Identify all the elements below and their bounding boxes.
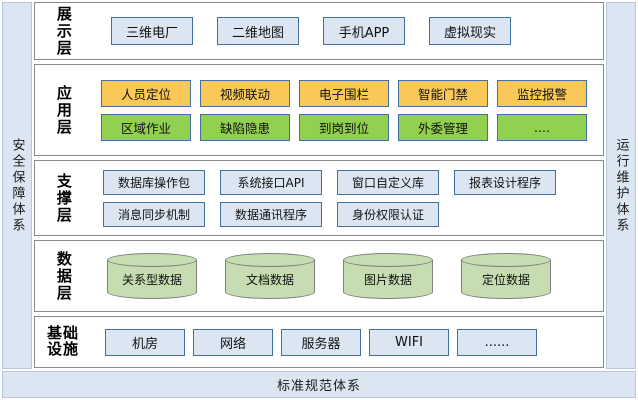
node-box[interactable]: 报表设计程序 bbox=[454, 169, 556, 195]
node-box[interactable]: 数据库操作包 bbox=[103, 169, 205, 195]
node-box[interactable]: 身份权限认证 bbox=[337, 201, 439, 227]
layer-label-app: 应用层 bbox=[35, 85, 91, 136]
layer-label-data: 数据层 bbox=[35, 251, 91, 302]
cylinder-top-ellipse bbox=[107, 253, 197, 267]
cylinder-top-ellipse bbox=[461, 253, 551, 267]
node-row: 机房网络服务器 WIFI...... bbox=[91, 328, 597, 356]
right-rail-label: 运行维护体系 bbox=[613, 137, 629, 234]
layer-display: 展示层 三维电厂二维地图手机APP 虚拟现实 bbox=[34, 2, 604, 60]
node-box[interactable]: 电子围栏 bbox=[299, 79, 389, 107]
node-box[interactable]: 服务器 bbox=[281, 328, 361, 356]
layer-label-support: 支撑层 bbox=[35, 173, 91, 224]
database-cylinder[interactable]: 定位数据 bbox=[461, 253, 551, 299]
layer-label-text: 数据层 bbox=[54, 250, 73, 302]
node-box[interactable]: 智能门禁 bbox=[398, 79, 488, 107]
node-box[interactable]: 外委管理 bbox=[398, 113, 488, 141]
node-box[interactable]: 监控报警 bbox=[497, 79, 587, 107]
node-box[interactable]: 数据通讯程序 bbox=[220, 201, 322, 227]
node-box[interactable]: 机房 bbox=[105, 328, 185, 356]
layer-label-text: 展示层 bbox=[54, 5, 73, 57]
node-box[interactable]: 网络 bbox=[193, 328, 273, 356]
layer-body-infra: 机房网络服务器 WIFI...... bbox=[91, 328, 603, 356]
layer-body-display: 三维电厂二维地图手机APP 虚拟现实 bbox=[91, 17, 603, 45]
node-box[interactable]: .... bbox=[497, 113, 587, 141]
node-row: 三维电厂二维地图手机APP 虚拟现实 bbox=[91, 17, 597, 45]
node-box[interactable]: 手机APP bbox=[323, 17, 405, 45]
node-row: 区域作业缺陷隐患到岗到位外委管理.... bbox=[91, 113, 597, 141]
layer-support: 支撑层 数据库操作包系统接口API 窗口自定义库报表设计程序消息同步机制数据通讯程序… bbox=[34, 160, 604, 236]
node-box[interactable]: 三维电厂 bbox=[111, 17, 193, 45]
bottom-bar-standards-system: 标准规范体系 bbox=[2, 371, 636, 398]
layer-label-infra: 基础 设施 bbox=[35, 324, 91, 358]
layer-body-app: 人员定位视频联动电子围栏智能门禁监控报警区域作业缺陷隐患到岗到位外委管理.... bbox=[91, 79, 603, 141]
bottom-bar-label: 标准规范体系 bbox=[276, 379, 361, 394]
left-rail-label: 安全保障体系 bbox=[9, 137, 25, 234]
node-box[interactable]: 消息同步机制 bbox=[103, 201, 205, 227]
layer-label-display: 展示层 bbox=[35, 6, 91, 57]
layer-body-support: 数据库操作包系统接口API 窗口自定义库报表设计程序消息同步机制数据通讯程序身份权… bbox=[91, 169, 603, 227]
layer-app: 应用层人员定位视频联动电子围栏智能门禁监控报警区域作业缺陷隐患到岗到位外委管理.… bbox=[34, 64, 604, 156]
node-box[interactable]: ...... bbox=[457, 328, 537, 356]
node-row: 人员定位视频联动电子围栏智能门禁监控报警 bbox=[91, 79, 597, 107]
cylinder-label: 图片数据 bbox=[363, 272, 412, 287]
node-box[interactable]: WIFI bbox=[369, 328, 449, 356]
left-rail-security-system: 安全保障体系 bbox=[2, 2, 32, 369]
cylinder-label: 文档数据 bbox=[245, 272, 294, 287]
node-box[interactable]: 二维地图 bbox=[217, 17, 299, 45]
node-row: 数据库操作包系统接口API 窗口自定义库报表设计程序 bbox=[91, 169, 597, 195]
node-box[interactable]: 窗口自定义库 bbox=[337, 169, 439, 195]
cylinder-label: 定位数据 bbox=[481, 272, 530, 287]
database-cylinder[interactable]: 文档数据 bbox=[225, 253, 315, 299]
node-box[interactable]: 系统接口API bbox=[220, 169, 322, 195]
layer-label-text: 支撑层 bbox=[54, 172, 73, 224]
cylinder-label: 关系型数据 bbox=[121, 272, 182, 287]
layer-label-text: 应用层 bbox=[54, 84, 73, 136]
node-row: 消息同步机制数据通讯程序身份权限认证 bbox=[91, 201, 597, 227]
node-box[interactable]: 区域作业 bbox=[101, 113, 191, 141]
node-row: 关系型数据 文档数据 图片数据 定位数据 bbox=[91, 253, 597, 299]
database-cylinder[interactable]: 图片数据 bbox=[343, 253, 433, 299]
node-box[interactable]: 到岗到位 bbox=[299, 113, 389, 141]
database-cylinder[interactable]: 关系型数据 bbox=[107, 253, 197, 299]
node-box[interactable]: 人员定位 bbox=[101, 79, 191, 107]
right-rail-operations-system: 运行维护体系 bbox=[606, 2, 636, 369]
node-box[interactable]: 视频联动 bbox=[200, 79, 290, 107]
node-box[interactable]: 缺陷隐患 bbox=[200, 113, 290, 141]
layer-label-text: 基础 设施 bbox=[46, 324, 79, 358]
node-box[interactable]: 虚拟现实 bbox=[429, 17, 511, 45]
cylinder-top-ellipse bbox=[343, 253, 433, 267]
cylinder-top-ellipse bbox=[225, 253, 315, 267]
layer-infra: 基础 设施机房网络服务器 WIFI...... bbox=[34, 316, 604, 368]
layer-body-data: 关系型数据 文档数据 图片数据 定位数据 bbox=[91, 253, 603, 299]
layer-data: 数据层 关系型数据 文档数据 图片数据 定位数据 bbox=[34, 240, 604, 312]
